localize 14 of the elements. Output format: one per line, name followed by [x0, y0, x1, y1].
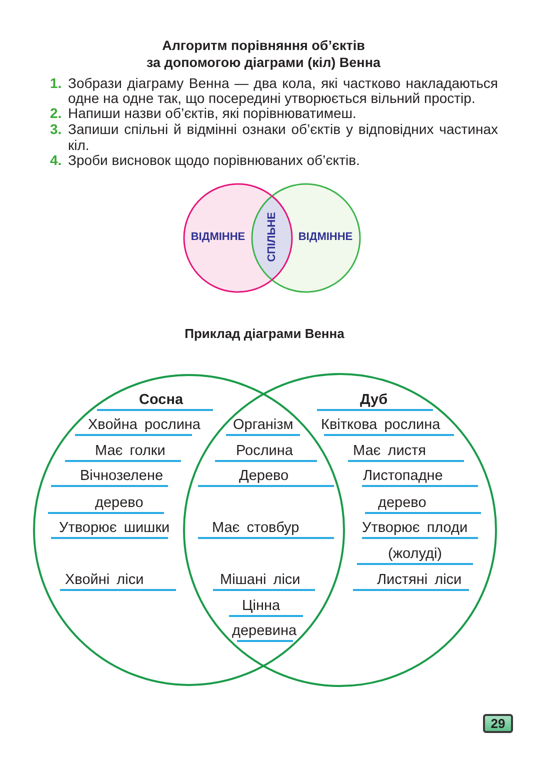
instruction-text: Зроби висновок щодо порівнюваних об’єктів.	[68, 152, 361, 168]
instruction-text: Зобрази діаграму Венна — два кола, які частково накладаються одне на одне так, що посередині утворюється вільний простір.	[68, 76, 498, 106]
subheading: Приклад діаграми Венна	[184, 325, 344, 342]
page-number: 29	[483, 714, 513, 733]
title: Алгоритм порівняння об’єктів за допомогою діаграми (кіл) Венна	[146, 36, 380, 70]
list-number: 2.	[50, 106, 62, 121]
instruction-text: Запиши спільні й відмінні ознаки об’єктів у відповідних частинах кіл.	[68, 122, 498, 153]
region-label: ВІДМІННЕ	[190, 230, 246, 242]
instruction-text: Напиши назви об’єктів, які порівнюватимеш.	[68, 106, 356, 121]
region-label: СПІЛЬНЕ	[266, 212, 278, 262]
list-number: 4.	[50, 152, 62, 168]
list-number: 3.	[50, 122, 62, 138]
region-label: ВІДМІННЕ	[298, 230, 353, 242]
list-number: 1.	[50, 76, 62, 91]
